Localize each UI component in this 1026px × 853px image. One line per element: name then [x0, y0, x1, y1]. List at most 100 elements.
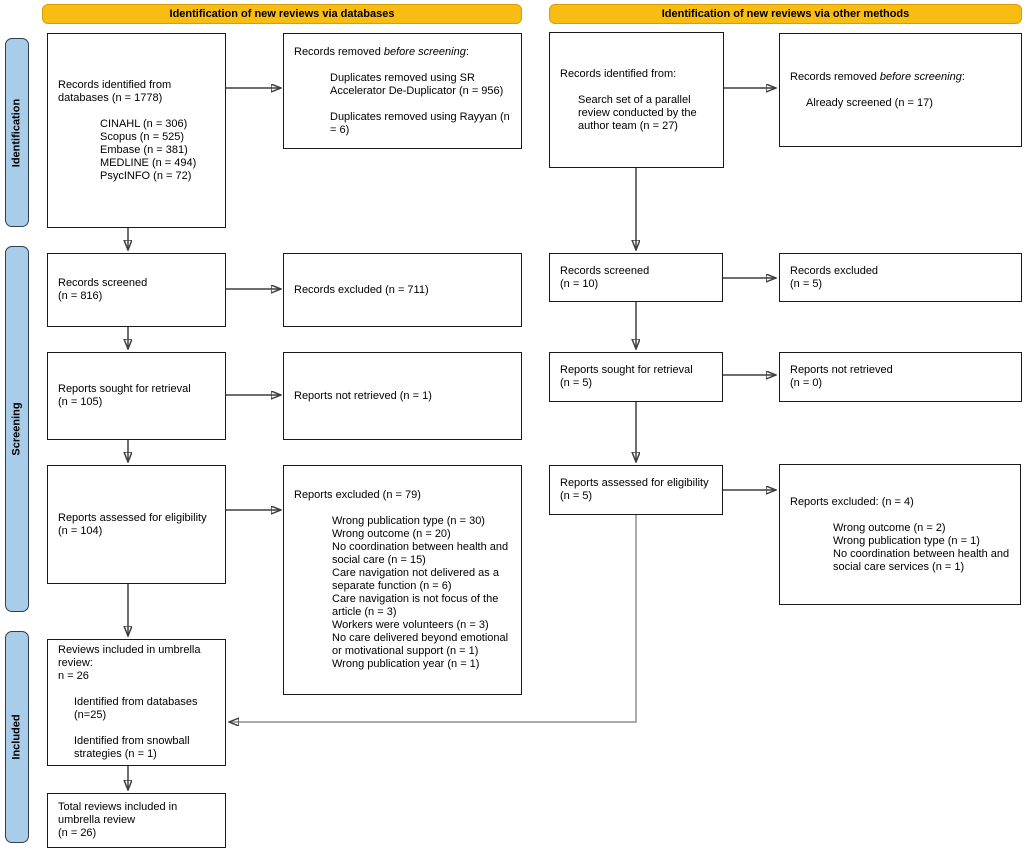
text-line: No coordination between health and: [332, 541, 509, 553]
box-other-reports-excluded: Reports excluded: (n = 4) Wrong outcome …: [779, 464, 1021, 605]
banner-databases: Identification of new reviews via databa…: [42, 4, 522, 24]
other-removed-heading: Records removed before screening:: [790, 71, 1013, 84]
text-line: (n = 5): [560, 490, 593, 502]
other-excluded-text: Records excluded(n = 5): [790, 265, 1013, 291]
text-line: Total reviews included in: [58, 801, 178, 813]
db-not-retrieved-text: Reports not retrieved (n = 1): [294, 390, 513, 403]
db-identified-sources: CINAHL (n = 306)Scopus (n = 525)Embase (…: [100, 118, 217, 183]
text-line: Records screened: [58, 277, 148, 289]
text-line: (n = 0): [790, 377, 823, 389]
text-line: Records screened: [560, 264, 650, 277]
text-line: Care navigation not delivered as a: [332, 567, 499, 579]
db-reports-excluded-reasons: Wrong publication type (n = 30)Wrong out…: [332, 515, 513, 671]
stage-screening: Screening: [5, 246, 29, 612]
text-line: author team (n = 27): [578, 119, 678, 132]
umbrella-body: Identified from databases(n=25) Identifi…: [74, 696, 217, 761]
text-line: or motivational support (n = 1): [332, 645, 479, 657]
text-line: Embase (n = 381): [100, 143, 188, 156]
other-removed-heading-post: :: [961, 70, 965, 83]
box-db-records-removed: Records removed before screening: Duplic…: [283, 33, 522, 149]
db-assessed-text: Reports assessed for eligibility(n = 104…: [58, 512, 217, 538]
banner-databases-label: Identification of new reviews via databa…: [169, 7, 395, 20]
other-not-retrieved-text: Reports not retrieved(n = 0): [790, 364, 1013, 390]
db-removed-heading-pre: Records removed: [294, 45, 384, 58]
db-excluded-text: Records excluded (n = 711): [294, 284, 513, 297]
box-db-records-screened: Records screened(n = 816): [47, 253, 226, 327]
box-db-records-excluded: Records excluded (n = 711): [283, 253, 522, 327]
box-other-records-excluded: Records excluded(n = 5): [779, 253, 1022, 302]
other-assessed-text: Reports assessed for eligibility(n = 5): [560, 477, 714, 503]
text-line: Reviews included in umbrella: [58, 644, 201, 656]
text-line: No care delivered beyond emotional: [332, 632, 509, 644]
text-line: umbrella review: [58, 814, 136, 826]
other-reports-excluded-title: Reports excluded: (n = 4): [790, 496, 1012, 509]
text-line: (n=25): [74, 709, 107, 721]
text-line: (n = 5): [560, 377, 593, 389]
text-line: = 6): [330, 123, 350, 136]
text-line: review:: [58, 657, 93, 669]
text-line: (n = 816): [58, 290, 103, 302]
text-line: Wrong publication year (n = 1): [332, 658, 480, 670]
box-other-records-screened: Records screened(n = 10): [549, 253, 723, 302]
text-line: social care (n = 15): [332, 554, 426, 566]
box-other-reports-sought: Reports sought for retrieval(n = 5): [549, 352, 723, 402]
text-line: Reports assessed for eligibility: [58, 511, 207, 524]
text-line: Search set of a parallel: [578, 93, 691, 106]
box-db-reports-assessed: Reports assessed for eligibility(n = 104…: [47, 465, 226, 584]
box-other-records-removed: Records removed before screening: Alread…: [779, 33, 1022, 147]
text-line: Care navigation is not focus of the: [332, 593, 499, 605]
box-other-reports-not-retrieved: Reports not retrieved(n = 0): [779, 352, 1022, 402]
box-db-reports-not-retrieved: Reports not retrieved (n = 1): [283, 352, 522, 440]
spacer: [330, 98, 513, 111]
text-line: PsycINFO (n = 72): [100, 169, 192, 182]
spacer: [74, 722, 217, 735]
text-line: (n = 10): [560, 277, 599, 290]
box-db-reports-excluded: Reports excluded (n = 79) Wrong publicat…: [283, 465, 522, 695]
other-identified-title: Records identified from:: [560, 68, 715, 81]
text-line: review conducted by the: [578, 106, 697, 119]
text-line: (n = 104): [58, 524, 103, 537]
text-line: Scopus (n = 525): [100, 130, 185, 143]
text-line: Identified from snowball: [74, 735, 190, 747]
text-line: MEDLINE (n = 494): [100, 156, 197, 169]
text-line: Identified from databases: [74, 696, 198, 708]
db-removed-heading: Records removed before screening:: [294, 46, 513, 59]
text-line: (n = 105): [58, 396, 103, 408]
text-line: Wrong publication type (n = 30): [332, 515, 485, 527]
db-removed-heading-em: before screening: [383, 45, 466, 58]
text-line: Reports not retrieved: [790, 364, 893, 376]
other-removed-heading-em: before screening: [879, 70, 962, 83]
text-line: Duplicates removed using Rayyan (n: [330, 110, 510, 123]
text-line: social care services (n = 1): [833, 560, 965, 573]
stage-included-label: Included: [10, 714, 23, 760]
stage-identification: Identification: [5, 38, 29, 227]
text-line: n = 26: [58, 670, 89, 682]
text-line: Wrong publication type (n = 1): [833, 534, 980, 547]
text-line: Wrong outcome (n = 2): [833, 521, 946, 534]
other-reports-excluded-reasons: Wrong outcome (n = 2)Wrong publication t…: [833, 522, 1012, 574]
db-sought-text: Reports sought for retrieval(n = 105): [58, 383, 217, 409]
text-line: Wrong outcome (n = 20): [332, 528, 451, 540]
text-line: No coordination between health and: [833, 547, 1010, 560]
other-screened-text: Records screened(n = 10): [560, 265, 714, 291]
other-removed-body: Already screened (n = 17): [806, 97, 1013, 110]
text-line: CINAHL (n = 306): [100, 117, 188, 130]
stage-screening-label: Screening: [10, 402, 23, 456]
stage-identification-label: Identification: [10, 98, 23, 167]
text-line: Reports assessed for eligibility: [560, 477, 709, 489]
text-line: Records identified from: [58, 78, 172, 91]
box-other-records-identified: Records identified from: Search set of a…: [549, 32, 724, 168]
db-removed-heading-post: :: [465, 45, 469, 58]
text-line: Reports excluded: (n = 4): [790, 495, 914, 508]
text-line: Records excluded: [790, 264, 879, 277]
box-db-reports-sought: Reports sought for retrieval(n = 105): [47, 352, 226, 440]
text-line: separate function (n = 6): [332, 580, 452, 592]
box-other-reports-assessed: Reports assessed for eligibility(n = 5): [549, 465, 723, 515]
